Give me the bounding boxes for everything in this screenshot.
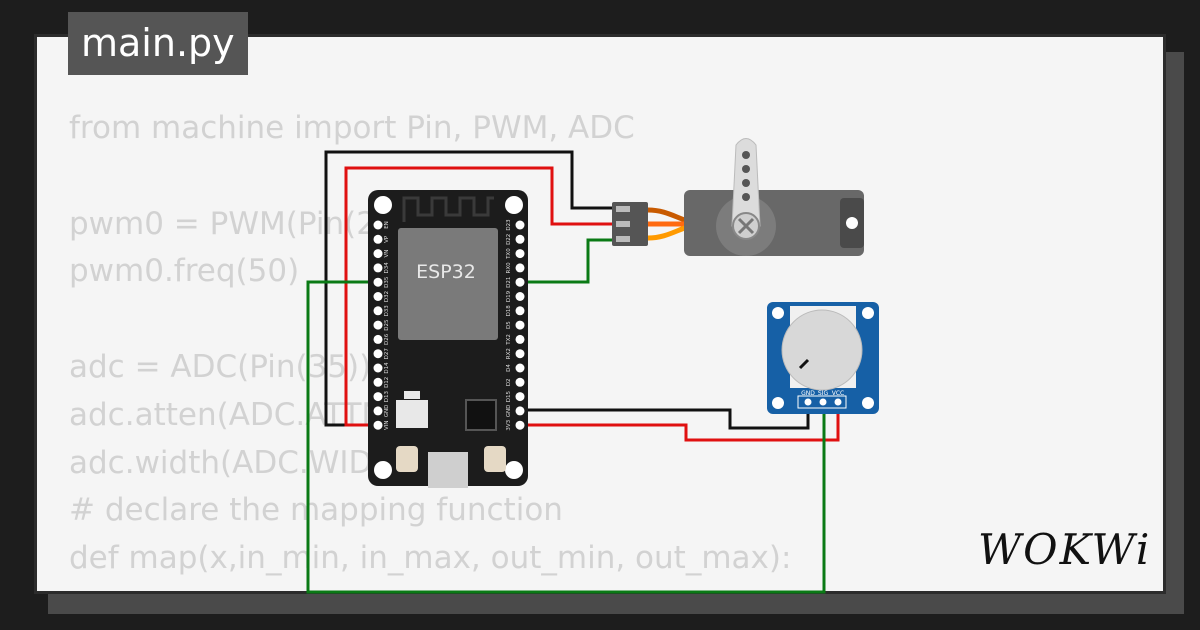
esp32-pin-left[interactable] bbox=[373, 420, 383, 430]
servo-motor[interactable] bbox=[612, 138, 864, 257]
esp32-pin-right[interactable] bbox=[515, 220, 525, 230]
esp32-pin-label: EN bbox=[384, 221, 390, 229]
code-line: def map(x,in_min, in_max, out_min, out_m… bbox=[69, 540, 792, 577]
esp32-pin-label: TX0 bbox=[506, 248, 512, 260]
esp32-pin-label: D12 bbox=[384, 377, 390, 388]
code-line: adc.atten(ADC.ATTN bbox=[69, 396, 385, 433]
esp32-pin-label: D33 bbox=[384, 305, 390, 317]
esp32-pin-label: D21 bbox=[506, 277, 512, 288]
esp32-pin-label: D4 bbox=[506, 364, 512, 372]
esp32-pin-label: D5 bbox=[506, 321, 512, 329]
esp32-pin-label: VP bbox=[384, 235, 390, 243]
esp32-pin-left[interactable] bbox=[373, 306, 383, 316]
code-preview: from machine import Pin, PWM, ADC pwm0 = … bbox=[69, 105, 1163, 591]
wire-pot-gnd bbox=[520, 404, 810, 430]
code-line: pwm0.freq(50) bbox=[69, 253, 300, 290]
esp32-pin-right[interactable] bbox=[515, 392, 525, 402]
esp32-pin-right[interactable] bbox=[515, 292, 525, 301]
esp32-pin-left[interactable] bbox=[373, 392, 383, 402]
esp32-pin-label: D2 bbox=[506, 378, 512, 386]
esp32-pin-label: VIN bbox=[384, 420, 390, 430]
esp32-pin-label: 3V3 bbox=[506, 419, 512, 430]
esp32-pin-label: D14 bbox=[384, 362, 390, 374]
esp32-pin-left[interactable] bbox=[373, 234, 383, 244]
pot-pin[interactable] bbox=[819, 398, 827, 406]
esp32-pin-left[interactable] bbox=[373, 263, 383, 273]
esp32-pin-left[interactable] bbox=[373, 249, 383, 259]
pot-pin-label: GND bbox=[801, 390, 815, 397]
esp32-pin-right[interactable] bbox=[515, 234, 525, 244]
esp32-pin-right[interactable] bbox=[515, 277, 525, 287]
esp32-pin-left[interactable] bbox=[373, 220, 383, 230]
esp32-pin-left[interactable] bbox=[373, 277, 383, 287]
esp32-pin-label: RX2 bbox=[506, 348, 512, 359]
esp32-pin-label: RX0 bbox=[506, 262, 512, 274]
pot-pin-label: VCC bbox=[832, 390, 844, 397]
esp32-chip-label: ESP32 bbox=[416, 261, 476, 283]
esp32-pin-label: GND bbox=[384, 405, 390, 418]
esp32-pin-left[interactable] bbox=[373, 377, 383, 387]
esp32-pin-left[interactable] bbox=[373, 363, 383, 373]
code-line: # declare the mapping function bbox=[69, 492, 563, 529]
esp32-pin-label: VN bbox=[384, 250, 390, 258]
wokwi-logo: WOKWi bbox=[978, 525, 1152, 574]
esp32-pin-label: D23 bbox=[506, 219, 512, 231]
wire-pot-vcc bbox=[520, 404, 840, 442]
esp32-pin-label: D19 bbox=[506, 290, 512, 302]
esp32-pin-label: GND bbox=[506, 405, 512, 418]
esp32-pin-left[interactable] bbox=[373, 406, 383, 416]
esp32-pin-label: D26 bbox=[384, 333, 390, 345]
esp32-pin-left[interactable] bbox=[373, 292, 383, 301]
esp32-pin-label: D22 bbox=[506, 234, 512, 245]
esp32-pin-label: D13 bbox=[384, 390, 390, 402]
esp32-pin-left[interactable] bbox=[373, 334, 383, 344]
esp32-pin-right[interactable] bbox=[515, 363, 525, 373]
wire-servo-vcc bbox=[344, 166, 612, 427]
wire-servo-signal bbox=[520, 238, 612, 284]
esp32-pin-right[interactable] bbox=[515, 249, 525, 259]
esp32-pin-label: D32 bbox=[384, 291, 390, 302]
code-line: pwm0 = PWM(Pin(27 bbox=[69, 205, 396, 242]
esp32-pin-right[interactable] bbox=[515, 334, 525, 344]
file-tab[interactable]: main.py bbox=[68, 12, 248, 75]
esp32-pin-right[interactable] bbox=[515, 377, 525, 387]
esp32-pin-right[interactable] bbox=[515, 406, 525, 416]
esp32-pin-left[interactable] bbox=[373, 349, 383, 359]
esp32-pin-label: D27 bbox=[384, 348, 390, 360]
esp32-pin-right[interactable] bbox=[515, 349, 525, 359]
pot-pin-label: SIG bbox=[818, 390, 829, 397]
project-card: from machine import Pin, PWM, ADC pwm0 = … bbox=[34, 34, 1166, 594]
esp32-pin-label: D35 bbox=[384, 276, 390, 288]
esp32-pin-label: D34 bbox=[384, 262, 390, 274]
esp32-pin-right[interactable] bbox=[515, 420, 525, 430]
esp32-board[interactable]: ESP32 ENVPVND34D35D32D33D25D26D27D14D12D… bbox=[368, 190, 528, 488]
esp32-chip bbox=[398, 228, 498, 340]
code-line: from machine import Pin, PWM, ADC bbox=[69, 110, 635, 146]
pot-pin[interactable] bbox=[834, 398, 842, 406]
code-line: adc.width(ADC.WIDT bbox=[69, 444, 392, 481]
esp32-pin-label: D15 bbox=[506, 390, 512, 402]
esp32-pin-right[interactable] bbox=[515, 320, 525, 330]
esp32-pin-label: D25 bbox=[384, 319, 390, 331]
wire-pot-signal bbox=[306, 280, 826, 594]
pot-pin[interactable] bbox=[804, 398, 812, 406]
esp32-pin-left[interactable] bbox=[373, 320, 383, 330]
esp32-pin-right[interactable] bbox=[515, 263, 525, 273]
esp32-pin-right[interactable] bbox=[515, 306, 525, 316]
code-line: return int((x-in_min) * (out_max-out_min… bbox=[69, 583, 1163, 591]
esp32-pin-label: TX2 bbox=[506, 334, 512, 346]
wire-servo-gnd bbox=[324, 150, 612, 427]
esp32-pin-label: D18 bbox=[506, 305, 512, 317]
code-line: adc = ADC(Pin(35)) bbox=[69, 348, 372, 385]
